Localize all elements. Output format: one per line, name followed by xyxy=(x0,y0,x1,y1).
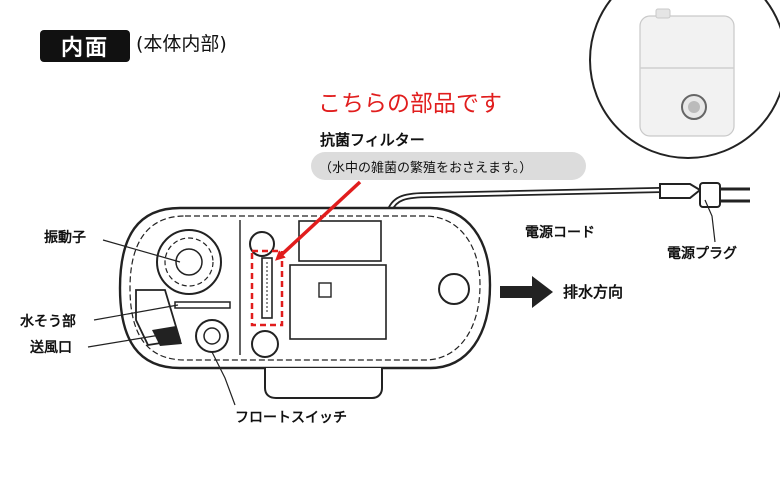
power-plug-icon xyxy=(659,182,750,208)
inner-post-bottom xyxy=(251,330,279,358)
unit-body-inner xyxy=(129,215,481,361)
section-subtitle: (本体内部) xyxy=(136,33,227,55)
label-float-switch: フロートスイッチ xyxy=(235,410,347,426)
filter-note: （水中の雑菌の繁殖をおさえます。） xyxy=(311,152,586,180)
product-photo-inset xyxy=(589,0,780,159)
callout-arrow xyxy=(275,180,362,261)
leader-water-tank xyxy=(93,304,179,321)
inner-block-main xyxy=(289,264,387,340)
float-switch-inner xyxy=(203,327,221,345)
leader-power-plug xyxy=(704,199,716,243)
leader-air-outlet xyxy=(87,334,161,348)
label-water-tank: 水そう部 xyxy=(20,314,76,330)
right-arrow-icon xyxy=(500,276,553,308)
water-tank-slot xyxy=(174,301,231,309)
label-power-cord: 電源コード xyxy=(525,225,595,241)
callout-headline: こちらの部品です xyxy=(318,91,502,117)
filter-name-label: 抗菌フィルター xyxy=(320,131,425,149)
section-badge-label: 内面 xyxy=(60,36,109,61)
filter-highlight-box xyxy=(250,249,284,327)
leader-vibrator xyxy=(102,239,181,263)
vibrator-core xyxy=(175,248,203,276)
label-air-outlet: 送風口 xyxy=(30,340,72,356)
inner-block-hole xyxy=(318,282,332,298)
label-drain-direction: 排水方向 xyxy=(563,283,624,301)
air-outlet-vent xyxy=(152,326,182,346)
humidifier-cap xyxy=(655,8,671,19)
label-vibrator: 振動子 xyxy=(44,230,86,246)
filter-note-text: （水中の雑菌の繁殖をおさえます。） xyxy=(319,160,533,176)
section-badge: 内面 xyxy=(40,30,130,62)
drain-port xyxy=(438,273,470,305)
power-cord-core xyxy=(388,188,661,211)
label-power-plug: 電源プラグ xyxy=(667,246,737,262)
humidifier-photo-icon xyxy=(639,15,735,137)
unit-stand xyxy=(264,368,383,399)
knob-center xyxy=(688,101,700,113)
inner-post-top xyxy=(249,231,275,257)
leader-float-switch xyxy=(211,351,236,406)
